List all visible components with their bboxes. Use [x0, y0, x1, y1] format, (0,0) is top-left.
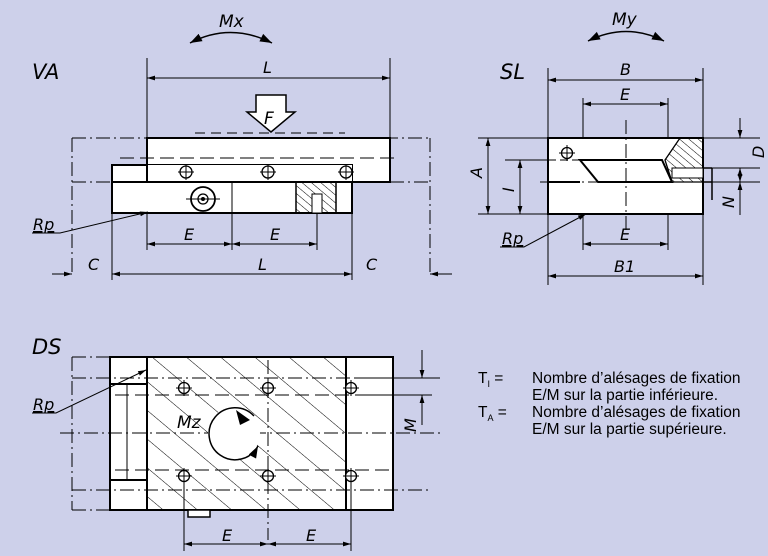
dim-e-ds-2-label: E	[306, 526, 317, 545]
rp-va-label: Rp	[33, 215, 54, 234]
dim-e-ds-1-label: E	[222, 526, 233, 545]
moment-mx: Mx	[219, 12, 245, 32]
dim-c-right-label: C	[366, 255, 378, 274]
mx-arc	[189, 31, 273, 44]
mz-arc	[208, 407, 259, 461]
dim-i-label: I	[499, 187, 518, 192]
dim-m-label: M	[401, 418, 420, 432]
dim-e-sl-bottom-label: E	[620, 225, 631, 244]
legend-ta-text: Nombre d’alésages de fixation E/M sur la…	[532, 404, 741, 438]
force-label: F	[264, 109, 274, 129]
dim-b1-label: B1	[614, 257, 635, 276]
moment-my: My	[612, 10, 638, 30]
view-label-ds: DS	[32, 335, 62, 359]
moment-mz: Mz	[177, 413, 202, 433]
va-view	[32, 31, 452, 280]
dim-l-bottom-label: L	[258, 255, 267, 274]
dim-e-va-2-label: E	[270, 225, 281, 244]
dim-n-label: N	[719, 196, 738, 208]
dim-b-label: B	[620, 60, 631, 79]
dim-a-label: A	[467, 167, 486, 179]
legend-ta: TA = Nombre d’alésages de fixation E/M s…	[478, 404, 768, 438]
legend-ti-symbol: TI =	[478, 370, 504, 390]
rp-sl-label: Rp	[502, 229, 523, 248]
my-arc	[587, 30, 665, 42]
view-label-va: VA	[32, 60, 59, 84]
rp-ds-label: Rp	[33, 395, 54, 414]
sl-view	[478, 30, 760, 285]
dim-c-left-label: C	[88, 255, 100, 274]
view-label-sl: SL	[500, 60, 525, 84]
labels: VA SL DS Mx My Mz F L L C C E E B E E B1…	[32, 10, 768, 545]
dim-l-top-label: L	[263, 58, 272, 77]
force-arrow	[244, 94, 298, 133]
dim-e-va-1-label: E	[184, 225, 195, 244]
dim-d-label: D	[749, 146, 768, 158]
legend-ti-text: Nombre d’alésages de fixation E/M sur la…	[532, 370, 741, 404]
legend-ti: TI = Nombre d’alésages de fixation E/M s…	[478, 370, 768, 404]
ds-view	[32, 350, 440, 551]
legend: TI = Nombre d’alésages de fixation E/M s…	[478, 370, 768, 438]
dim-e-sl-top-label: E	[620, 85, 631, 104]
legend-ta-symbol: TA =	[478, 404, 507, 424]
